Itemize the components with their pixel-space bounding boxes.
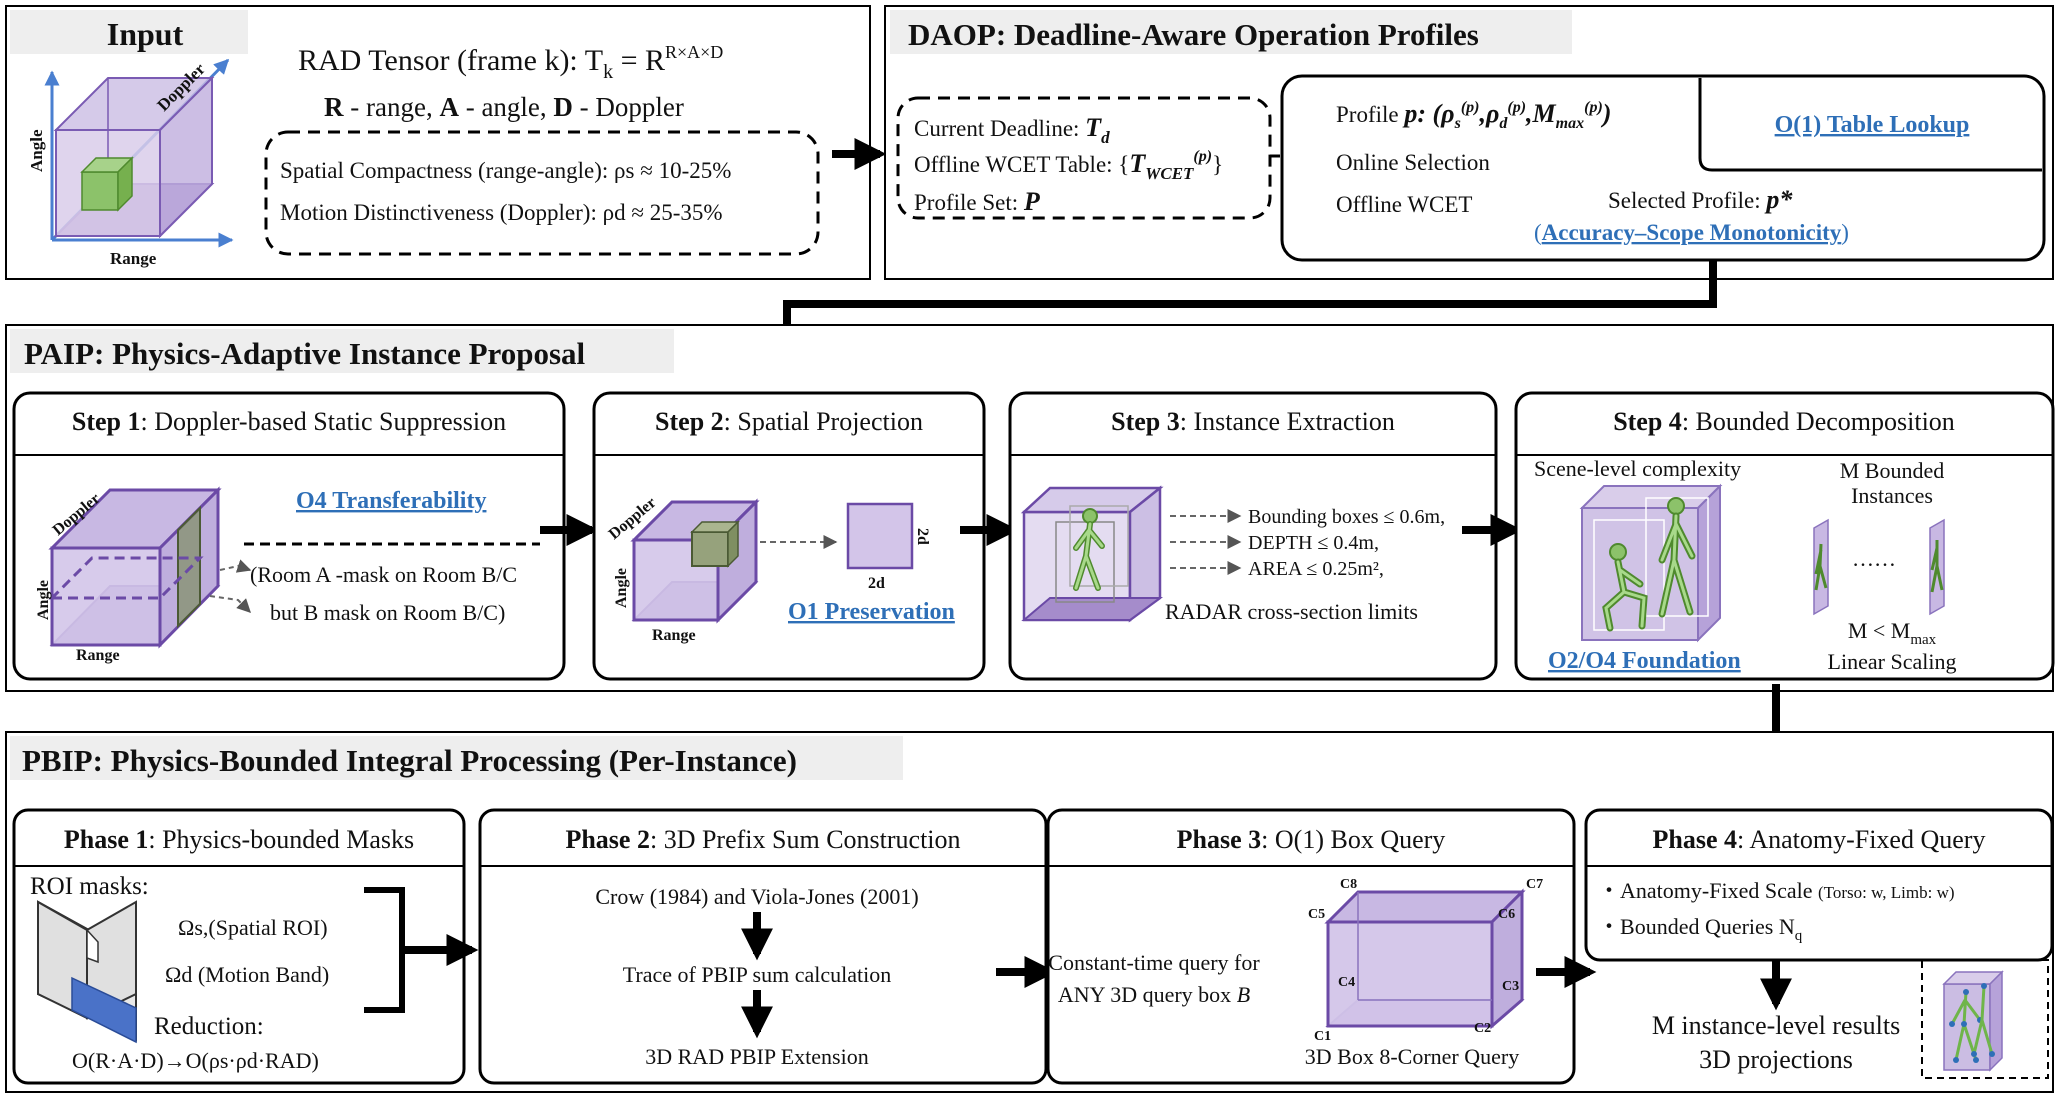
query-box-3d (1324, 888, 1526, 1030)
instance-thumbnail-m (1929, 518, 1945, 616)
input-panel: Input Angle Range Doppler RAD Tensor (fr… (5, 5, 871, 280)
phase-4: Phase 4: Anatomy-Fixed Query ・Anatomy-Fi… (1584, 808, 2054, 962)
step-2-heading: Step 2: Spatial Projection (655, 407, 923, 436)
corner-c5: C5 (1308, 907, 1325, 922)
spatial-compactness: Spatial Compactness (range-angle): ρs ≈ … (280, 158, 731, 183)
monotonicity-link[interactable]: Accuracy–Scope Monotonicity (1542, 220, 1842, 245)
motion-distinctiveness: Motion Distinctiveness (Doppler): ρd ≈ 2… (280, 200, 723, 225)
phase-1: Phase 1: Physics-bounded Masks ROI masks… (12, 808, 466, 1085)
s3-limits: RADAR cross-section limits (1165, 599, 1418, 624)
p4-result-1: M instance-level results (1652, 1011, 1900, 1040)
step-3-heading: Step 3: Instance Extraction (1111, 407, 1395, 436)
projected-2d-square (846, 502, 914, 570)
rad-tensor-cube: Angle Range Doppler (27, 58, 234, 268)
step-3: Step 3: Instance Extraction Bounding box… (1008, 391, 1498, 681)
pbip-title: PBIP: Physics-Bounded Integral Processin… (22, 743, 797, 778)
daop-title: DAOP: Deadline-Aware Operation Profiles (908, 17, 1479, 52)
profile-selection-box (1280, 74, 2046, 262)
roi-mask-bowtie (37, 900, 137, 1044)
corner-c8: C8 (1340, 877, 1357, 892)
s1-axis-angle: Angle (35, 580, 52, 620)
s2-axis-angle: Angle (613, 568, 630, 608)
current-deadline: Current Deadline: Td (914, 113, 1110, 147)
p2-line-3: 3D RAD PBIP Extension (645, 1044, 868, 1069)
corner-c7: C7 (1526, 877, 1543, 892)
input-title: Input (107, 16, 184, 52)
pbip-panel: PBIP: Physics-Bounded Integral Processin… (5, 731, 2054, 1093)
rad-legend: R - range, A - angle, D - Doppler (324, 92, 684, 122)
step-1: Step 1: Doppler-based Static Suppression… (12, 391, 566, 681)
p3-caption: 3D Box 8-Corner Query (1305, 1044, 1519, 1069)
s4-linear-scaling: Linear Scaling (1828, 649, 1957, 674)
step-4-heading: Step 4: Bounded Decomposition (1613, 407, 1955, 436)
o2-o4-foundation-link[interactable]: O2/O4 Foundation (1548, 648, 1741, 674)
p1-omega-s: Ωs,(Spatial ROI) (178, 915, 328, 940)
o1-preservation-link[interactable]: O1 Preservation (788, 599, 955, 625)
input-axis-angle: Angle (27, 129, 46, 172)
phase-3: Phase 3: O(1) Box Query Constant-time qu… (1046, 808, 1576, 1085)
s2-axis-range: Range (652, 627, 696, 644)
phase-3-heading: Phase 3: O(1) Box Query (1177, 825, 1446, 854)
s4-m-bounded-2: Instances (1851, 483, 1933, 508)
paip-panel: PAIP: Physics-Adaptive Instance Proposal… (5, 324, 2055, 692)
o4-transferability-link[interactable]: O4 Transferability (296, 488, 486, 514)
profile-formula: Profile p: (ρs(p),ρd(p),Mmax(p)) (1336, 99, 1611, 132)
s4-scene-complexity: Scene-level complexity (1534, 456, 1741, 481)
s1-axis-range: Range (76, 647, 120, 664)
p1-roi-masks: ROI masks: (30, 873, 149, 900)
corner-c6: C6 (1498, 907, 1515, 922)
input-axis-range: Range (110, 249, 157, 268)
daop-panel: DAOP: Deadline-Aware Operation Profiles … (884, 5, 2054, 280)
s1-note-1: (Room A -mask on Room B/C (250, 562, 517, 587)
step-2: Step 2: Spatial Projection Doppler Angle… (592, 391, 986, 681)
crouching-person-figure (1602, 543, 1648, 632)
p4-bullet-1: ・Anatomy-Fixed Scale (Torso: w, Limb: w) (1598, 878, 1955, 903)
table-lookup-link[interactable]: O(1) Table Lookup (1775, 112, 1970, 138)
corner-c2: C2 (1474, 1021, 1491, 1036)
step-4: Step 4: Bounded Decomposition Scene-leve… (1514, 391, 2055, 681)
s4-dots: …… (1852, 546, 1896, 571)
p4-result-2: 3D projections (1699, 1045, 1853, 1074)
paip-title: PAIP: Physics-Adaptive Instance Proposal (24, 336, 586, 371)
step-1-heading: Step 1: Doppler-based Static Suppression (72, 407, 506, 436)
offline-wcet-table: Offline WCET Table: {TWCET(p)} (914, 148, 1223, 183)
s2-2d-side: 2d (914, 528, 931, 545)
s2-2d-bottom: 2d (868, 575, 885, 592)
phase-2: Phase 2: 3D Prefix Sum Construction Crow… (478, 808, 1048, 1085)
p1-omega-d: Ωd (Motion Band) (165, 962, 329, 987)
daop-inputs-box (896, 96, 1272, 220)
corner-c4: C4 (1338, 975, 1355, 990)
standing-person-figure (1658, 497, 1696, 618)
s1-note-2: but B mask on Room B/C) (270, 600, 505, 625)
p3-line-2: ANY 3D query box B (1058, 982, 1250, 1007)
offline-wcet: Offline WCET (1336, 192, 1472, 217)
s3-bbox: Bounding boxes ≤ 0.6m, (1248, 506, 1445, 528)
corner-c3: C3 (1502, 979, 1519, 994)
walking-person-figure (1073, 508, 1105, 591)
p1-reduction: Reduction: (154, 1013, 264, 1040)
phase-4-heading: Phase 4: Anatomy-Fixed Query (1653, 825, 1986, 854)
p3-line-1: Constant-time query for (1048, 950, 1260, 975)
s3-area: AREA ≤ 0.25m², (1248, 558, 1384, 580)
phase-2-heading: Phase 2: 3D Prefix Sum Construction (565, 825, 960, 854)
profile-set: Profile Set: P (914, 187, 1041, 216)
p2-line-2: Trace of PBIP sum calculation (623, 962, 891, 987)
s4-m-lt-mmax: M < Mmax (1848, 618, 1937, 648)
p4-bullet-2: ・Bounded Queries Nq (1598, 914, 1803, 944)
phase-1-heading: Phase 1: Physics-bounded Masks (64, 825, 414, 854)
sparsity-box (264, 130, 820, 256)
s3-depth: DEPTH ≤ 0.4m, (1248, 532, 1379, 554)
instance-thumbnail-1 (1813, 518, 1829, 616)
selected-profile: Selected Profile: p* (1608, 185, 1793, 214)
online-selection: Online Selection (1336, 150, 1490, 175)
skeleton-projection-thumbnail (1921, 959, 2049, 1079)
rad-tensor-formula: RAD Tensor (frame k): Tk = RR×A×D (298, 42, 723, 83)
p1-complexity: O(R·A·D)→O(ρs·ρd·RAD) (72, 1048, 319, 1073)
monotonicity: (Accuracy–Scope Monotonicity) (1534, 220, 1849, 245)
s4-m-bounded-1: M Bounded (1840, 458, 1945, 483)
corner-c1: C1 (1314, 1029, 1331, 1044)
p2-line-1: Crow (1984) and Viola-Jones (2001) (595, 884, 918, 909)
